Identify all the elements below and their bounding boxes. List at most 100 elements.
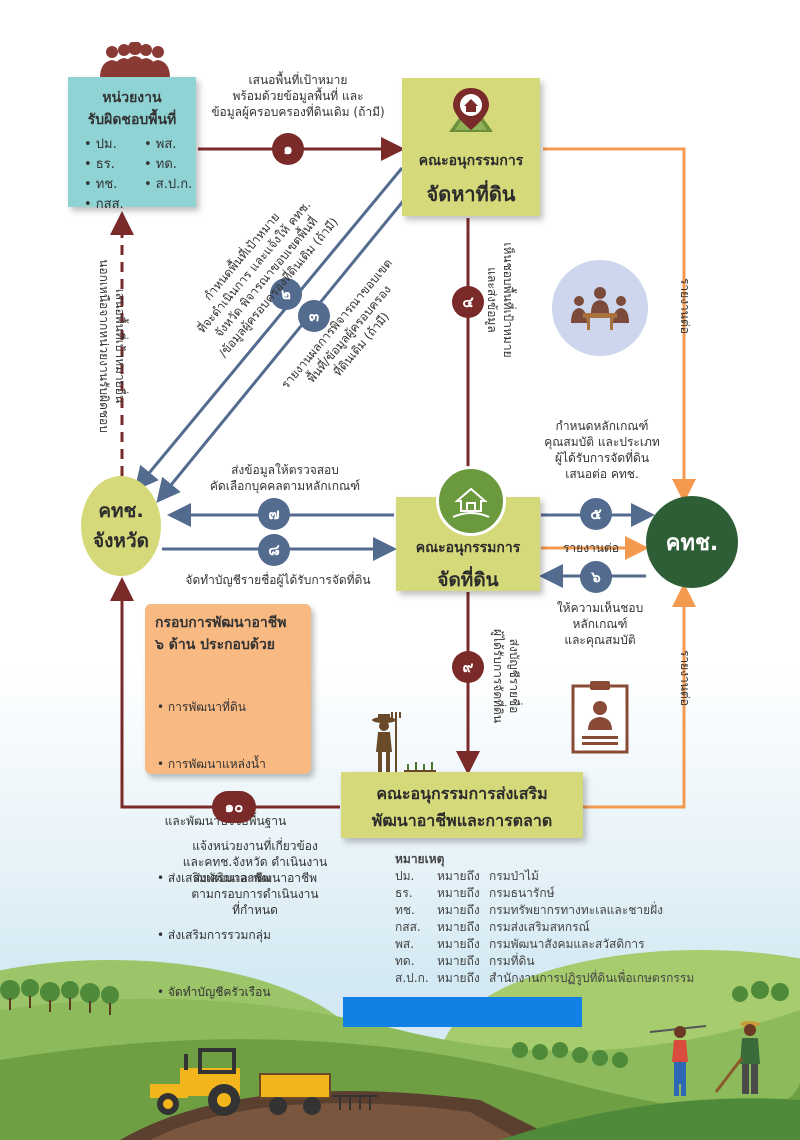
legend-row: ทด. หมายถึง กรมที่ดิน xyxy=(395,953,694,970)
step-7-line: ส่งข้อมูลให้ตรวจสอบ xyxy=(231,463,339,477)
framework-item: • ส่งเสริมการรวมกลุ่ม xyxy=(157,928,271,942)
legend-abbr: ปม. xyxy=(395,869,415,883)
legend-full: กรมที่ดิน xyxy=(489,954,535,968)
farmers-icon xyxy=(649,1018,780,1100)
step-10-label: แจ้งหน่วยงานที่เกี่ยวข้อง และคทช.จังหวัด… xyxy=(160,838,350,918)
agency-item: • ส.ป.ก. xyxy=(144,177,193,192)
step-6-label: ให้ความเห็นชอบ หลักเกณฑ์ และคุณสมบัติ xyxy=(540,600,660,648)
promotion-title-1: คณะอนุกรรมการส่งเสริม xyxy=(376,784,548,803)
left-propose-line: นอกเหนือจากหน่วยงานรับผิดชอบ xyxy=(97,259,111,433)
agency-item: • พส. xyxy=(144,137,177,152)
step-5-line: เสนอต่อ คทช. xyxy=(565,467,639,481)
legend-means: หมายถึง xyxy=(437,954,480,968)
step-5-line: กำหนดหลักเกณฑ์ xyxy=(555,419,649,433)
framework-item: • จัดทำบัญชีครัวเรือน xyxy=(157,985,271,999)
legend-full: กรมส่งเสริมสหกรณ์ xyxy=(489,920,590,934)
agencies-title-1: หน่วยงาน xyxy=(102,90,162,106)
step-8-badge: ๘ xyxy=(258,534,290,566)
legend-row: ปม. หมายถึง กรมป่าไม้ xyxy=(395,868,694,885)
legend-row: ทช. หมายถึง กรมทรัพยากรทางทะเลและชายฝั่ง xyxy=(395,902,694,919)
step-4-badge: ๔ xyxy=(452,286,484,318)
document-person-icon xyxy=(570,680,630,754)
step-7-badge: ๗ xyxy=(258,498,290,530)
framework-item: • การพัฒนาที่ดิน xyxy=(157,700,246,714)
report-bottom-label: รายงานต่อ xyxy=(678,649,692,706)
step-4-line: เห็นชอบพื้นที่เป้าหมาย xyxy=(501,242,515,358)
legend-means: หมายถึง xyxy=(437,886,480,900)
step-1-line: เสนอพื้นที่เป้าหมาย xyxy=(248,73,348,87)
tractor-icon xyxy=(150,1048,380,1118)
step-4-line: และส่งข้อมูล xyxy=(485,267,499,333)
legend-means: หมายถึง xyxy=(437,937,480,951)
step-7-label: ส่งข้อมูลให้ตรวจสอบ คัดเลือกบุคคลตามหลัก… xyxy=(180,462,390,494)
step-10-badge: ๑๐ xyxy=(212,791,256,823)
house-icon xyxy=(436,466,506,536)
left-propose-label: เสนอพื้นที่เป้าหมายอื่น นอกเหนือจากหน่วย… xyxy=(96,246,128,446)
step-9-label: ส่งบัญชีรายชื่อ ผู้ได้รับการจัดที่ดิน xyxy=(490,606,522,746)
agency-item: • ปม. xyxy=(84,137,117,152)
promotion-committee: คณะอนุกรรมการส่งเสริม พัฒนาอาชีพและการตล… xyxy=(341,772,583,838)
land-finding-title-1: คณะอนุกรรมการ xyxy=(418,153,524,169)
agency-item: • ทด. xyxy=(144,157,177,172)
step-8-label: จัดทำบัญชีรายชื่อผู้ได้รับการจัดที่ดิน xyxy=(185,573,371,587)
legend-full: กรมพัฒนาสังคมและสวัสดิการ xyxy=(489,937,645,951)
land-allocation-title-2: จัดที่ดิน xyxy=(437,569,499,591)
step-9-line: ผู้ได้รับการจัดที่ดิน xyxy=(491,628,505,724)
legend-means: หมายถึง xyxy=(437,869,480,883)
legend: หมายเหตุ ปม.หมายถึงกรมป่าไม้ ธร.หมายถึงก… xyxy=(395,851,694,987)
step-6-line: และคุณสมบัติ xyxy=(564,633,636,647)
step-2-badge: ๒ xyxy=(270,278,302,310)
legend-full: กรมทรัพยากรทางทะเลและชายฝั่ง xyxy=(489,903,664,917)
step-1-badge: ๑ xyxy=(272,133,304,165)
step-10-line: ตามกรอบการดำเนินงาน xyxy=(191,887,319,901)
legend-abbr: ทด. xyxy=(395,954,415,968)
province-title-1: คทช. xyxy=(98,500,144,522)
framework-item: • การพัฒนาแหล่งน้ำ xyxy=(157,757,266,771)
step-6-badge: ๖ xyxy=(580,561,612,593)
legend-full: กรมป่าไม้ xyxy=(489,869,539,883)
legend-title: หมายเหตุ xyxy=(395,852,445,866)
framework-box: กรอบการพัฒนาอาชีพ ๖ ด้าน ประกอบด้วย • กา… xyxy=(145,604,311,999)
step-10-line: ที่กำหนด xyxy=(232,903,278,917)
location-pin-icon xyxy=(441,86,501,136)
left-propose-line: เสนอพื้นที่เป้าหมายอื่น xyxy=(113,288,127,404)
legend-means: หมายถึง xyxy=(437,903,480,917)
legend-means: หมายถึง xyxy=(437,920,480,934)
land-finding-committee: คณะอนุกรรมการ จัดหาที่ดิน xyxy=(402,78,540,216)
people-icon xyxy=(98,41,172,78)
meeting-icon xyxy=(552,260,648,356)
step-5-line: คุณสมบัติ และประเภท xyxy=(544,435,660,449)
agencies-title-2: รับผิดชอบพื้นที่ xyxy=(87,112,177,128)
legend-abbr: ธร. xyxy=(395,886,413,900)
legend-abbr: ทช. xyxy=(395,903,415,917)
legend-row: ธร. หมายถึง กรมธนารักษ์ xyxy=(395,885,694,902)
legend-full: กรมธนารักษ์ xyxy=(489,886,555,900)
promotion-title-2: พัฒนาอาชีพและการตลาด xyxy=(371,811,553,830)
step-1-line: พร้อมด้วยข้อมูลพื้นที่ และ xyxy=(232,89,364,103)
legend-row: กสส.หมายถึงกรมส่งเสริมสหกรณ์ xyxy=(395,919,694,936)
agency-item: • กสส. xyxy=(84,197,124,212)
legend-full: สำนักงานการปฏิรูปที่ดินเพื่อเกษตรกรรม xyxy=(489,971,695,985)
farmer-icon xyxy=(368,712,438,778)
step-9-badge: ๙ xyxy=(452,651,484,683)
step-3-badge: ๓ xyxy=(298,300,330,332)
framework-item: • ส่งเสริมพัฒนาอาชีพ xyxy=(157,871,271,885)
province-committee: คทช. จังหวัด xyxy=(81,476,161,576)
blue-banner xyxy=(343,997,582,1027)
legend-abbr: ส.ป.ก. xyxy=(395,971,429,985)
legend-row: ส.ป.ก. หมายถึง สำนักงานการปฏิรูปที่ดินเพื่… xyxy=(395,970,694,987)
framework-title-1: กรอบการพัฒนาอาชีพ xyxy=(155,615,287,631)
step-1-label: เสนอพื้นที่เป้าหมาย พร้อมด้วยข้อมูลพื้นท… xyxy=(200,72,396,120)
framework-list: • การพัฒนาที่ดิน • การพัฒนาแหล่งน้ำ และพ… xyxy=(157,660,311,1040)
step-9-line: ส่งบัญชีรายชื่อ xyxy=(507,638,521,714)
step-6-line: ให้ความเห็นชอบ xyxy=(556,601,644,615)
national-title: คทช. xyxy=(665,530,719,556)
legend-means: หมายถึง xyxy=(437,971,480,985)
framework-title-2: ๖ ด้าน ประกอบด้วย xyxy=(155,637,276,653)
step-6-line: หลักเกณฑ์ xyxy=(572,617,628,631)
agencies-list: • ปม. • พส. • ธร. • ทด. • ทช. • ส.ป.ก. •… xyxy=(84,135,196,215)
report-top-label: รายงานต่อ xyxy=(678,277,692,334)
national-committee: คทช. xyxy=(646,496,738,588)
province-title-2: จังหวัด xyxy=(93,530,149,552)
